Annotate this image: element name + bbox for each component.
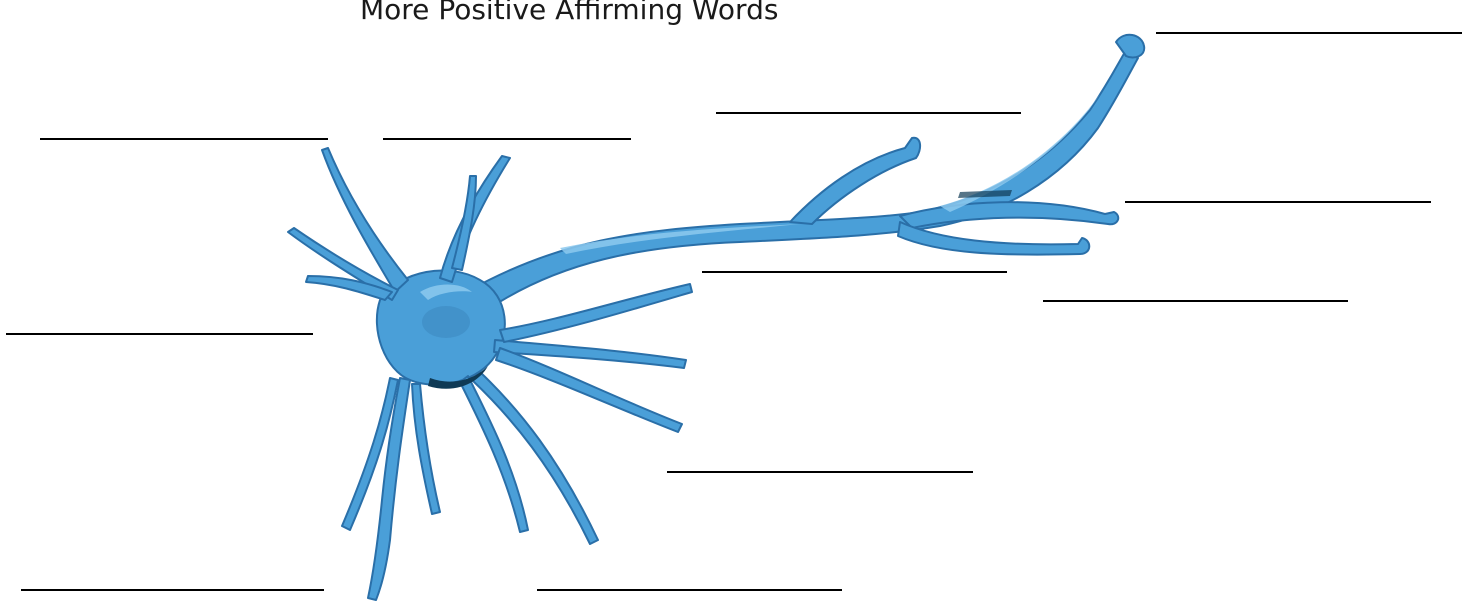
fill-in-blank[interactable]: [40, 138, 328, 140]
fill-in-blank[interactable]: [1125, 201, 1431, 203]
fill-in-blank[interactable]: [702, 271, 1007, 273]
fill-in-blank[interactable]: [1156, 32, 1462, 34]
axon-collateral: [790, 138, 920, 224]
fill-in-blank[interactable]: [667, 471, 973, 473]
dendrite: [452, 176, 476, 270]
axon-branch-upper: [900, 202, 1118, 228]
dendrite: [472, 372, 598, 544]
fill-in-blank[interactable]: [716, 112, 1021, 114]
fill-in-blank[interactable]: [21, 589, 324, 591]
dendrite: [500, 284, 692, 342]
fill-in-blank[interactable]: [6, 333, 313, 335]
dendrite: [412, 384, 440, 514]
fill-in-blank[interactable]: [383, 138, 631, 140]
axon: [470, 52, 1138, 308]
dendrite: [322, 148, 408, 292]
dendrite: [440, 156, 510, 282]
axon-terminal: [1116, 35, 1144, 58]
nucleus: [422, 306, 470, 338]
fill-in-blank[interactable]: [537, 589, 842, 591]
fill-in-blank[interactable]: [1043, 300, 1348, 302]
